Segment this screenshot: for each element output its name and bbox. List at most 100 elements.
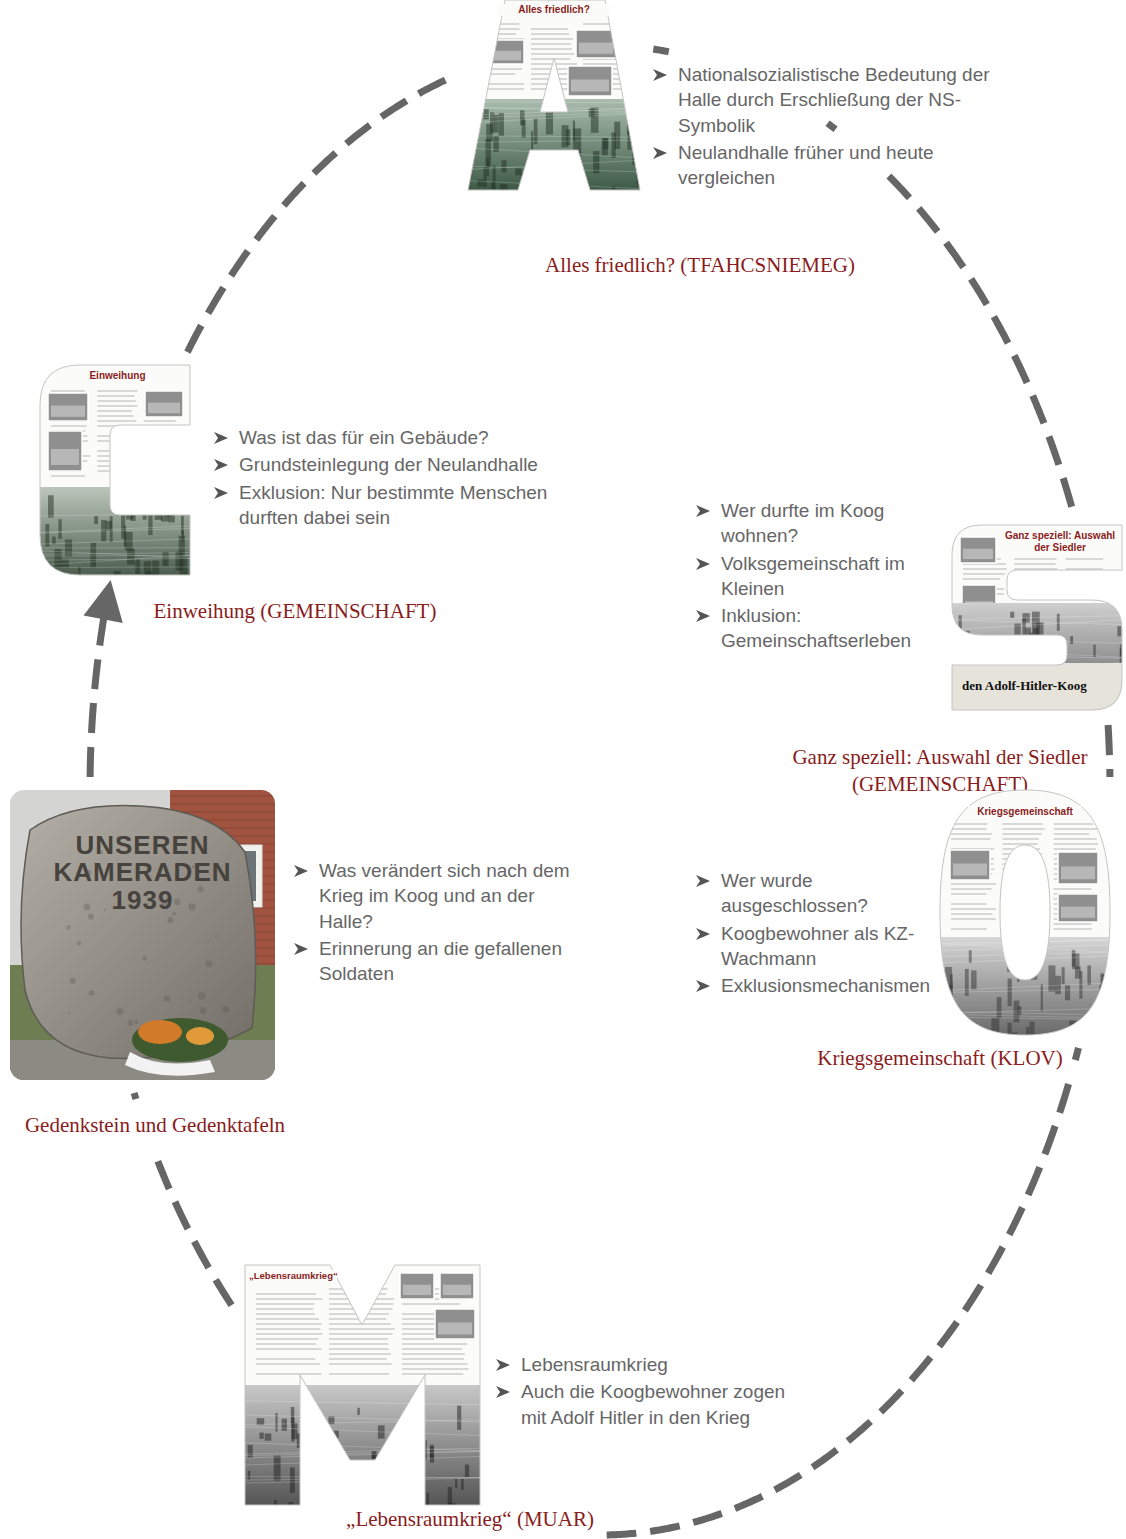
bullet-item: Nationalsozialistische Bedeutung der Hal… bbox=[652, 62, 992, 138]
poster-detail bbox=[952, 525, 1126, 735]
poster-detail bbox=[78, 566, 80, 577]
poster-detail bbox=[951, 928, 987, 930]
poster-detail bbox=[245, 1401, 480, 1405]
poster-detail bbox=[245, 1443, 480, 1451]
photo-detail bbox=[134, 1020, 138, 1024]
poster-detail bbox=[468, 0, 640, 190]
bullet-text: Wer wurde ausgeschlossen? bbox=[721, 870, 868, 916]
letter-poster: EinweihungWas ist das für ein Gebäude?Gr… bbox=[40, 365, 195, 575]
poster-detail bbox=[144, 430, 183, 432]
poster-detail bbox=[1054, 848, 1096, 850]
poster-detail bbox=[144, 420, 176, 422]
bullet-arrow-icon bbox=[652, 146, 668, 160]
poster-detail bbox=[97, 405, 137, 407]
poster-detail bbox=[1079, 971, 1082, 999]
poster-detail bbox=[468, 166, 640, 172]
poster-detail bbox=[402, 1303, 460, 1305]
station-caption-box: Kriegsgemeinschaft (KLOV) bbox=[770, 1045, 1110, 1072]
poster-detail bbox=[951, 893, 986, 895]
poster-detail bbox=[182, 531, 184, 541]
poster-detail bbox=[256, 1293, 316, 1295]
bullet-item: Koogbewohner als KZ-Wachmann bbox=[695, 921, 930, 972]
poster-detail bbox=[953, 864, 987, 876]
bullet-item: Exklusion: Nur bestimmte Menschen durfte… bbox=[213, 480, 553, 531]
poster-detail bbox=[1030, 633, 1033, 654]
photo-detail bbox=[189, 1001, 191, 1003]
bullet-arrow-icon bbox=[652, 68, 668, 82]
bullet-item: Was ist das für ein Gebäude? bbox=[213, 425, 553, 450]
photo-detail bbox=[132, 1018, 228, 1062]
poster-detail bbox=[40, 539, 195, 544]
poster-detail bbox=[329, 1338, 388, 1340]
poster-detail bbox=[573, 129, 581, 157]
photo-detail bbox=[138, 1020, 182, 1044]
poster-detail bbox=[51, 475, 85, 477]
photo-detail bbox=[70, 978, 76, 984]
poster-detail bbox=[326, 1448, 331, 1456]
bullet-arrow-icon bbox=[293, 864, 309, 878]
poster-detail bbox=[951, 828, 987, 830]
poster-detail bbox=[40, 528, 195, 533]
bullet-text: Koogbewohner als KZ-Wachmann bbox=[721, 923, 914, 969]
poster-detail bbox=[486, 124, 493, 142]
poster-detail bbox=[993, 651, 1000, 658]
cycle-connector bbox=[1108, 725, 1110, 777]
photo-detail bbox=[88, 914, 94, 920]
poster-detail bbox=[148, 514, 152, 535]
bullet-arrow-shape bbox=[214, 432, 228, 444]
poster-title: Alles friedlich? bbox=[518, 4, 590, 15]
bullet-item: Inklusion: Gemeinschaftserleben bbox=[695, 603, 935, 654]
poster-detail bbox=[1025, 628, 1031, 656]
poster-detail bbox=[144, 470, 175, 472]
photo-detail bbox=[77, 941, 81, 945]
poster-detail bbox=[245, 1451, 480, 1456]
poster-detail bbox=[963, 578, 1000, 580]
poster-detail bbox=[991, 1018, 999, 1039]
poster-art bbox=[468, 0, 640, 190]
poster-detail bbox=[940, 937, 1110, 1035]
poster-detail bbox=[52, 537, 56, 544]
poster-detail bbox=[468, 140, 640, 142]
poster-detail bbox=[531, 53, 574, 55]
poster-detail bbox=[143, 507, 147, 520]
memorial-station: UNSEREN KAMERADEN 1939Was verändert sich… bbox=[10, 790, 275, 1080]
poster-detail bbox=[245, 1452, 480, 1458]
poster-detail bbox=[97, 395, 134, 397]
poster-detail bbox=[468, 0, 640, 190]
poster-detail bbox=[531, 63, 577, 65]
poster-title: „Lebensraumkrieg“ bbox=[249, 1270, 338, 1281]
poster-detail bbox=[612, 186, 616, 207]
bullet-item: Grundsteinlegung der Neulandhalle bbox=[213, 452, 553, 477]
poster-detail bbox=[40, 558, 195, 560]
poster-detail bbox=[71, 574, 78, 589]
poster-detail bbox=[940, 1008, 1110, 1013]
poster-detail bbox=[144, 475, 176, 477]
photo-detail bbox=[88, 990, 94, 996]
poster-detail bbox=[245, 1385, 480, 1505]
poster-detail bbox=[329, 1373, 389, 1375]
poster-detail bbox=[479, 83, 524, 85]
bullet-arrow-shape bbox=[653, 69, 667, 81]
poster-detail bbox=[1021, 950, 1023, 973]
poster-detail bbox=[1002, 913, 1041, 915]
poster-detail bbox=[135, 559, 140, 574]
poster-detail bbox=[1048, 965, 1055, 991]
letter-poster: KriegsgemeinschaftWer wurde ausgeschloss… bbox=[940, 790, 1110, 1035]
poster-detail bbox=[402, 1368, 468, 1370]
bullet-text: Grundsteinlegung der Neulandhalle bbox=[239, 454, 538, 475]
poster-detail bbox=[468, 136, 640, 137]
bullet-item: Was verändert sich nach dem Krieg im Koo… bbox=[293, 858, 593, 934]
poster-detail bbox=[468, 102, 640, 103]
poster-detail bbox=[940, 1012, 1110, 1016]
poster-detail bbox=[531, 131, 533, 157]
poster-detail bbox=[51, 390, 85, 392]
bullet-text: Lebensraumkrieg bbox=[521, 1354, 668, 1375]
poster-detail bbox=[945, 985, 953, 1006]
poster-detail bbox=[568, 66, 612, 96]
bullet-arrow-icon bbox=[695, 979, 711, 993]
poster-detail bbox=[402, 1348, 462, 1350]
poster-detail bbox=[329, 1358, 387, 1360]
station-caption: „Lebensraumkrieg“ (MUAR) bbox=[346, 1507, 594, 1531]
bullet-text: Volksgemeinschaft im Kleinen bbox=[721, 553, 905, 599]
